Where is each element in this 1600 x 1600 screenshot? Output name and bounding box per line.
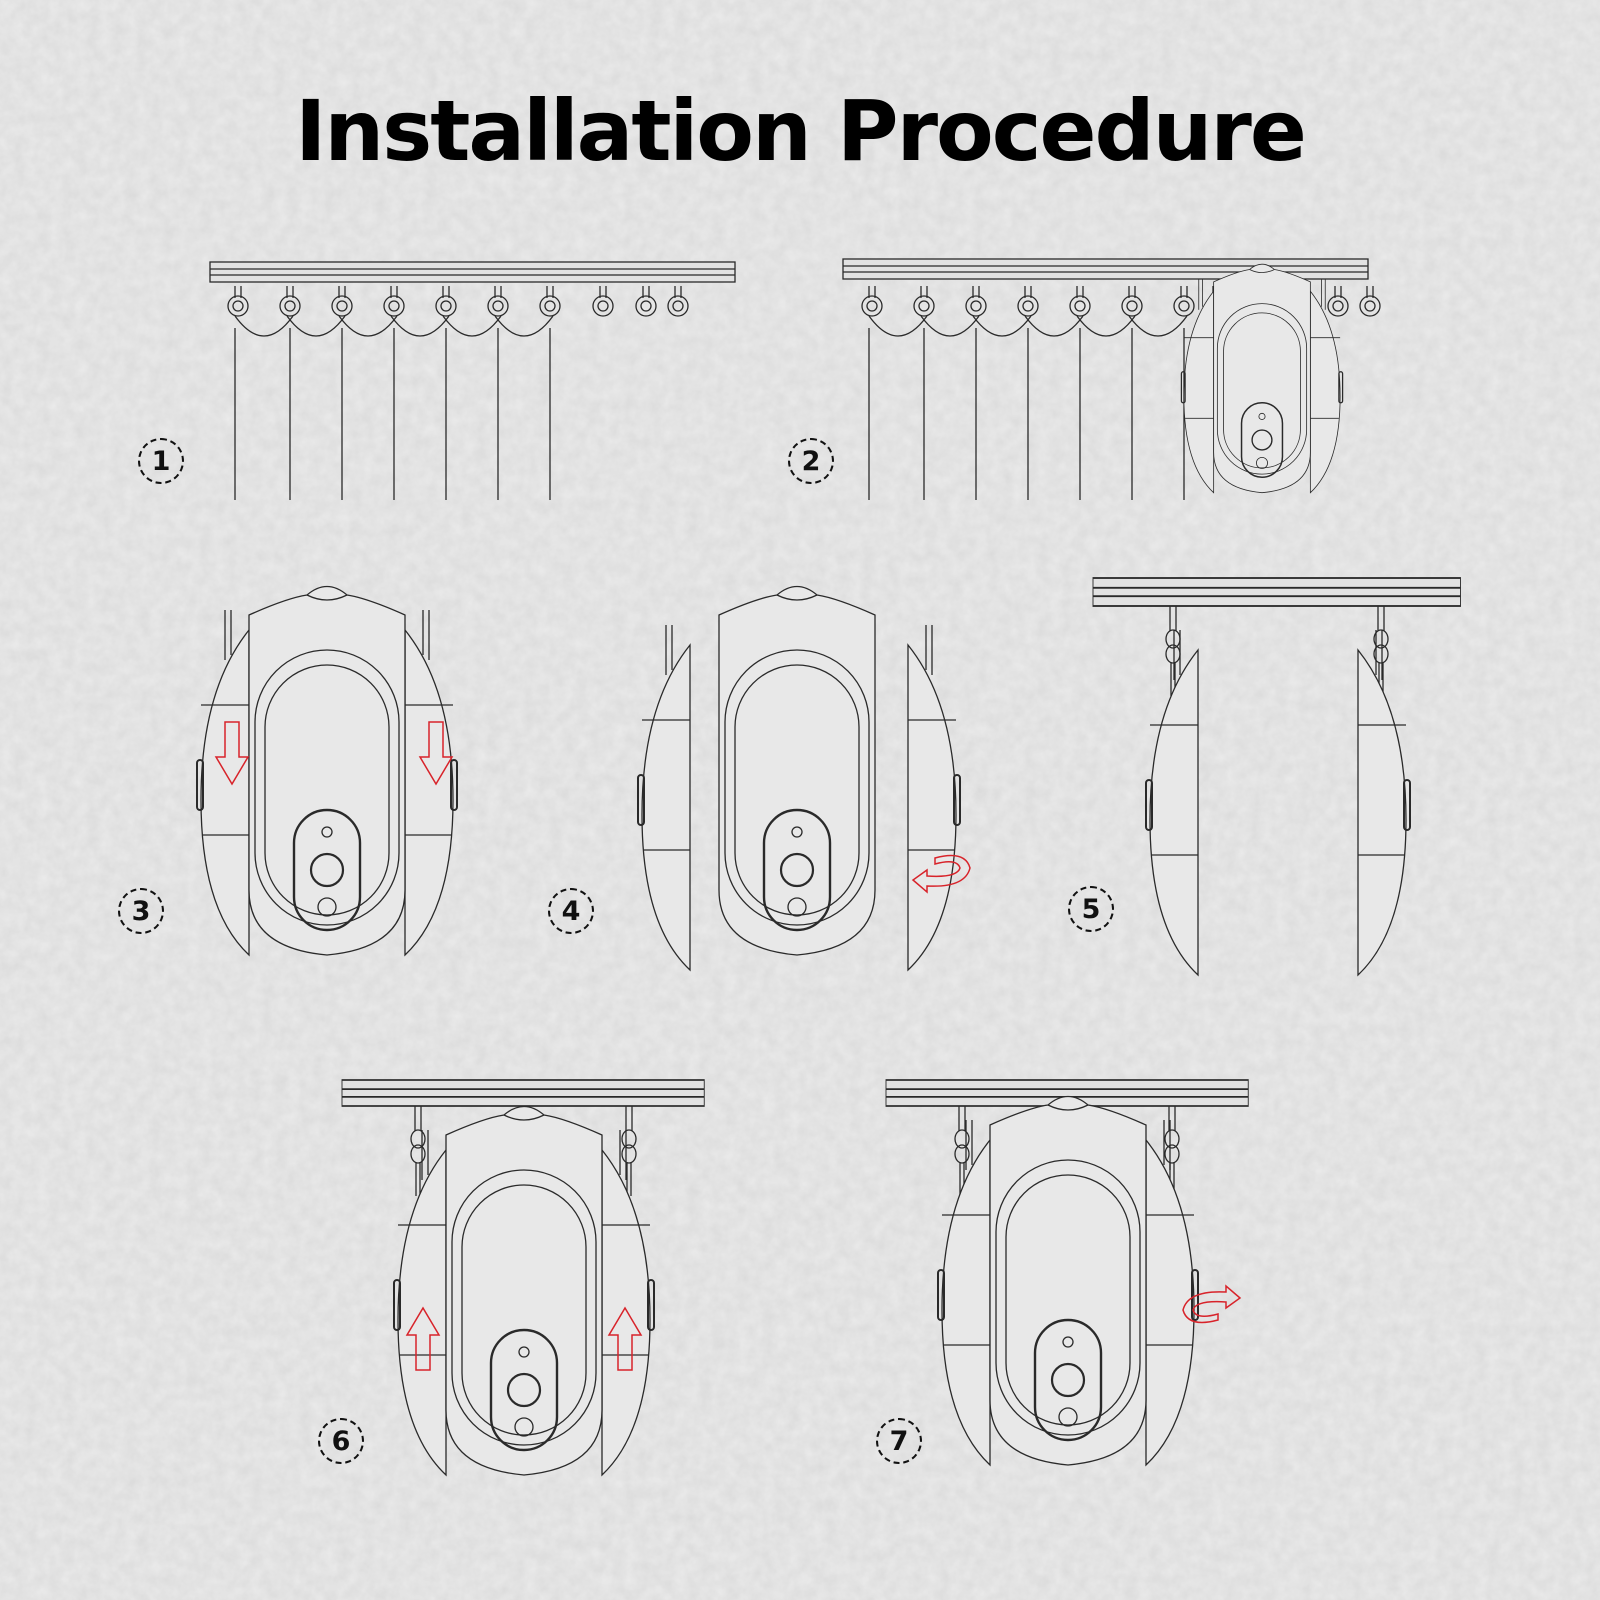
curtain-ring-icon — [667, 285, 689, 317]
step-2-curtain-with-device-illustration — [842, 258, 1381, 500]
page-title: Installation Procedure — [295, 82, 1307, 180]
step-3-device-front-illustration — [197, 587, 457, 956]
curtain-ring-icon — [1121, 285, 1143, 317]
step-6-badge: 6 — [318, 1418, 364, 1464]
step-5-badge: 5 — [1068, 886, 1114, 932]
curtain-ring-icon — [487, 285, 509, 317]
curtain-ring-icon — [1017, 285, 1039, 317]
curtain-ring-icon — [227, 285, 249, 317]
curtain-top — [868, 315, 1188, 337]
step-4-badge: 4 — [548, 888, 594, 934]
step-2-badge: 2 — [788, 438, 834, 484]
step-5-shells-on-hooks-illustration — [1092, 577, 1462, 976]
curtain-ring-icon — [435, 285, 457, 317]
curtain-ring-icon — [1173, 285, 1195, 317]
step-4-separated-shells-illustration — [637, 587, 971, 971]
curtain-ring-icon — [913, 285, 935, 317]
curtain-ring-icon — [539, 285, 561, 317]
step-6-mount-device-illustration — [341, 1079, 706, 1475]
step-7-mounted-device-illustration — [885, 1079, 1250, 1465]
curtain-ring-icon — [331, 285, 353, 317]
step-1-curtain-illustration — [209, 261, 736, 500]
curtain-ring-icon — [635, 285, 657, 317]
curtain-ring-icon — [592, 285, 614, 317]
curtain-ring-icon — [1069, 285, 1091, 317]
step-7-badge: 7 — [876, 1418, 922, 1464]
curtain-ring-icon — [279, 285, 301, 317]
step-3-badge: 3 — [118, 888, 164, 934]
curtain-ring-icon — [1327, 285, 1349, 317]
curtain-top — [234, 315, 554, 337]
step-1-badge: 1 — [138, 438, 184, 484]
curtain-ring-icon — [383, 285, 405, 317]
curtain-ring-icon — [1359, 285, 1381, 317]
curtain-ring-icon — [861, 285, 883, 317]
curtain-ring-icon — [965, 285, 987, 317]
